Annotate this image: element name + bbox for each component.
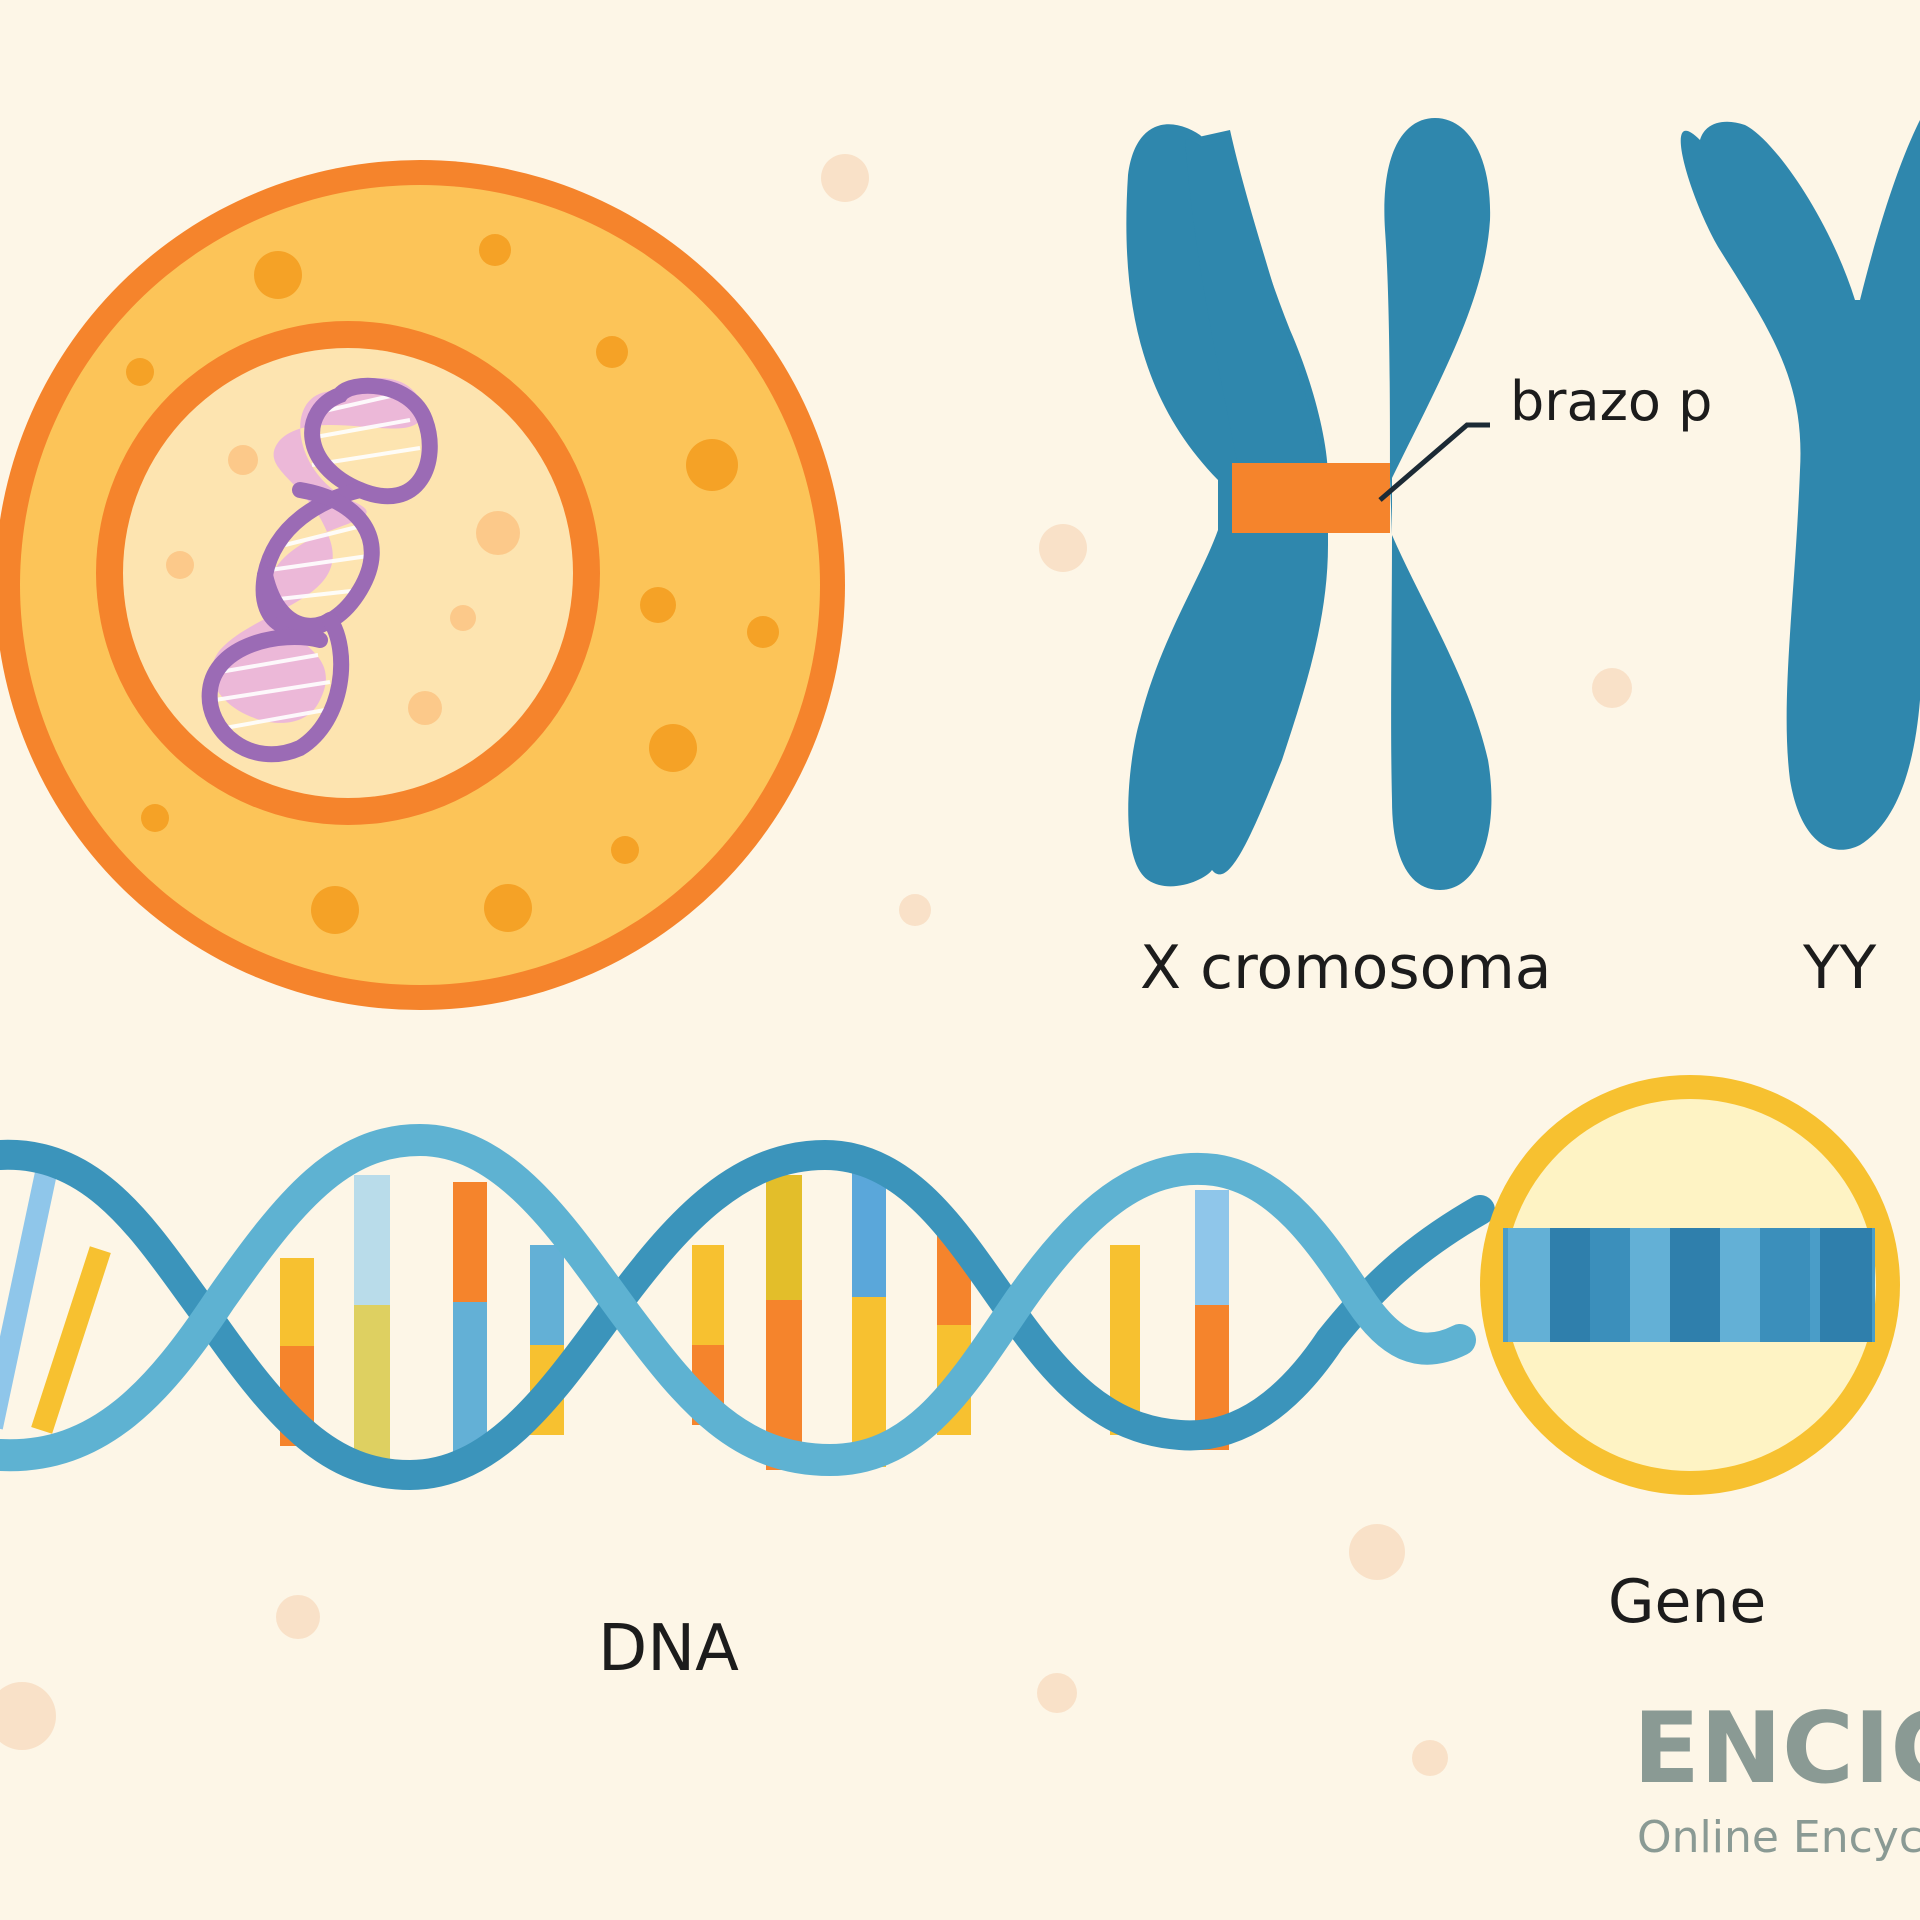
cell — [0, 160, 845, 1010]
nucleoplasm-dots — [166, 445, 520, 725]
gene-label: Gene — [1608, 1567, 1766, 1637]
watermark-tagline: Online Encyc — [1637, 1812, 1920, 1863]
dna-label: DNA — [598, 1612, 739, 1686]
dna-helix: DNA — [0, 1123, 1495, 1686]
cytoplasm-granules — [126, 234, 779, 934]
y-chromosome: YY — [1680, 120, 1920, 1003]
watermark-brand: ENCIC — [1633, 1692, 1920, 1806]
gene-magnifier: Gene — [1480, 1075, 1900, 1637]
x-chromosome: brazo p X cromosoma — [1126, 118, 1712, 1003]
x-chromosome-label: X cromosoma — [1140, 933, 1552, 1003]
y-chromosome-label: YY — [1802, 933, 1877, 1003]
background-dots — [0, 154, 1632, 1776]
p-arm-label: brazo p — [1510, 370, 1712, 433]
centromere — [1232, 463, 1390, 533]
gene-segment — [1503, 1228, 1875, 1342]
x-chromosome-right-chromatid — [1384, 118, 1492, 890]
nucleus-dna-helix — [201, 377, 438, 763]
watermark: ENCIC Online Encyc — [1633, 1692, 1920, 1863]
y-chromosome-shape — [1680, 120, 1920, 850]
dna-strand-front — [0, 1123, 1476, 1477]
dna-strand-back — [0, 1139, 1495, 1491]
p-arm-leader-line — [1378, 422, 1490, 502]
